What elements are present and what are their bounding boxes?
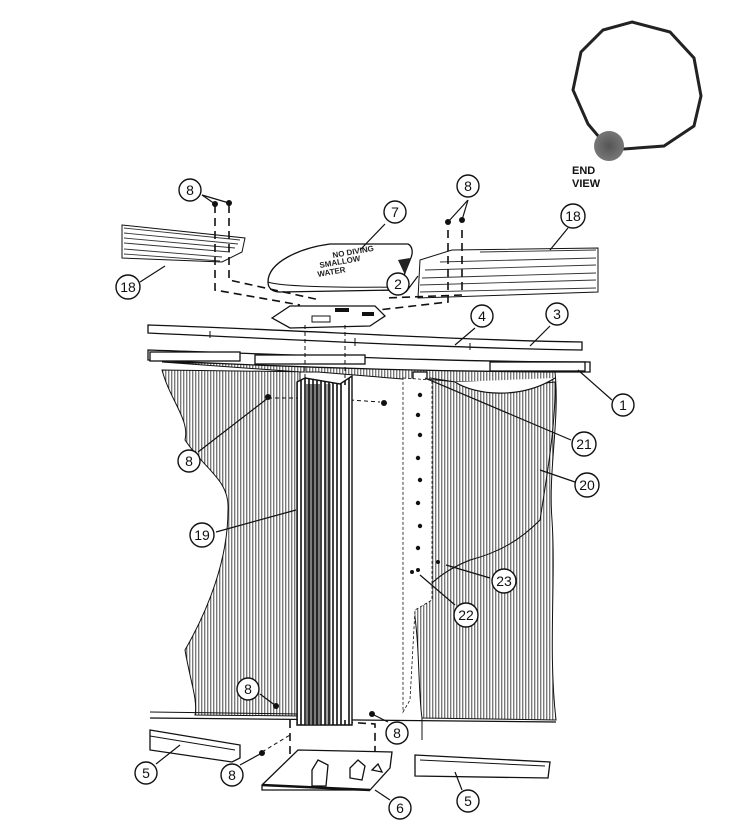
svg-text:8: 8 <box>393 725 401 741</box>
callout-8-bottom-left: 8 <box>236 677 260 701</box>
callout-6: 6 <box>388 796 412 820</box>
callout-23: 23 <box>491 568 517 594</box>
svg-text:8: 8 <box>228 767 236 783</box>
callout-7: 7 <box>383 200 407 224</box>
bottom-plate <box>261 749 393 792</box>
callout-8-mid-left: 8 <box>177 449 201 473</box>
callout-21: 21 <box>571 431 597 457</box>
svg-text:8: 8 <box>186 182 194 198</box>
callout-3: 3 <box>545 302 569 326</box>
callout-5-right: 5 <box>456 789 480 813</box>
end-view-label: END VIEW <box>572 165 600 191</box>
end-view-label-line1: END <box>572 165 596 177</box>
pool-wall-panel <box>149 361 557 740</box>
end-view-label-line2: VIEW <box>572 178 601 190</box>
svg-text:2: 2 <box>394 276 402 292</box>
top-rails <box>147 324 591 383</box>
callout-5-left: 5 <box>134 761 158 785</box>
seam-bolts <box>410 392 440 574</box>
upright-position-marker <box>594 131 624 161</box>
svg-text:5: 5 <box>464 793 472 809</box>
svg-text:3: 3 <box>553 306 561 322</box>
callout-1: 1 <box>611 393 635 417</box>
callout-18-left: 18 <box>115 274 141 300</box>
callout-19: 19 <box>189 522 215 548</box>
callout-8-top-right: 8 <box>456 174 480 198</box>
top-ledge-right <box>417 247 599 299</box>
svg-text:4: 4 <box>478 308 486 324</box>
svg-text:7: 7 <box>391 204 399 220</box>
callout-8-bottom-right: 8 <box>385 721 409 745</box>
callout-leader-lines <box>139 194 613 801</box>
svg-text:8: 8 <box>185 453 193 469</box>
svg-text:8: 8 <box>464 178 472 194</box>
svg-text:1: 1 <box>619 397 627 413</box>
svg-text:21: 21 <box>576 436 592 452</box>
callout-4: 4 <box>470 304 494 328</box>
callout-2: 2 <box>386 272 410 296</box>
callout-8-bottom: 8 <box>220 763 244 787</box>
svg-text:22: 22 <box>458 607 474 623</box>
bottom-track-left <box>149 729 241 763</box>
svg-text:8: 8 <box>244 681 252 697</box>
bottom-track-right <box>414 754 551 779</box>
svg-text:23: 23 <box>496 573 512 589</box>
svg-text:6: 6 <box>396 800 404 816</box>
svg-text:18: 18 <box>565 208 581 224</box>
callout-8-top-left: 8 <box>178 178 202 202</box>
svg-text:20: 20 <box>579 477 595 493</box>
svg-text:19: 19 <box>194 527 210 543</box>
top-cap: NO DIVING SMALLOW WATER <box>267 243 413 293</box>
top-ledge-left <box>121 224 246 263</box>
svg-text:18: 18 <box>120 279 136 295</box>
svg-text:5: 5 <box>142 765 150 781</box>
callout-20: 20 <box>574 472 600 498</box>
top-plate <box>270 305 387 329</box>
callout-22: 22 <box>453 602 479 628</box>
vertical-upright <box>212 200 465 756</box>
wall-seam-bolt-strip <box>402 377 433 714</box>
end-view-diagram <box>571 20 703 161</box>
callout-18-right: 18 <box>560 203 586 229</box>
